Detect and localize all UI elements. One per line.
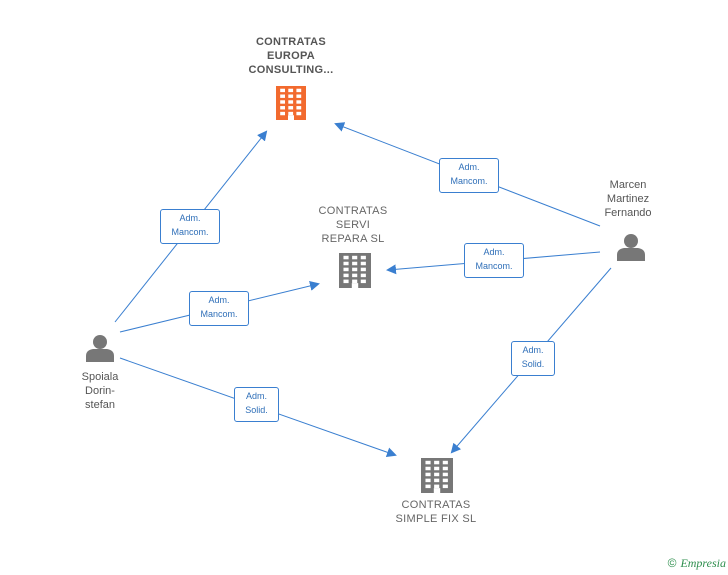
- edge-label-marcen-servi[interactable]: Adm. Mancom.: [464, 243, 524, 278]
- person-label-marcen[interactable]: Marcen Martinez Fernando: [604, 179, 652, 219]
- edge-label-marcen-simple[interactable]: Adm. Solid.: [511, 341, 555, 376]
- edge-label-marcen-europa[interactable]: Adm. Mancom.: [439, 158, 499, 193]
- copyright-symbol: ©: [667, 556, 677, 570]
- person-icon-marcen[interactable]: [617, 234, 645, 261]
- building-icon-europa[interactable]: [276, 86, 306, 120]
- person-icon-spoiala[interactable]: [86, 335, 114, 362]
- person-label-spoiala[interactable]: Spoiala Dorin- stefan: [81, 371, 119, 411]
- company-label-servi[interactable]: CONTRATAS SERVI REPARA SL: [318, 205, 388, 245]
- edge-label-spoiala-servi[interactable]: Adm. Mancom.: [189, 291, 249, 326]
- brand-name: Empresia: [680, 556, 726, 570]
- edge-label-spoiala-europa[interactable]: Adm. Mancom.: [160, 209, 220, 244]
- building-icon-servi[interactable]: [339, 253, 371, 288]
- building-icon-simple[interactable]: [421, 458, 453, 493]
- edge-label-spoiala-simple[interactable]: Adm. Solid.: [234, 387, 279, 422]
- footer-brand[interactable]: ©Empresia: [668, 556, 726, 571]
- company-label-simple[interactable]: CONTRATAS SIMPLE FIX SL: [395, 499, 477, 525]
- company-label-europa[interactable]: CONTRATAS EUROPA CONSULTING...: [248, 36, 334, 76]
